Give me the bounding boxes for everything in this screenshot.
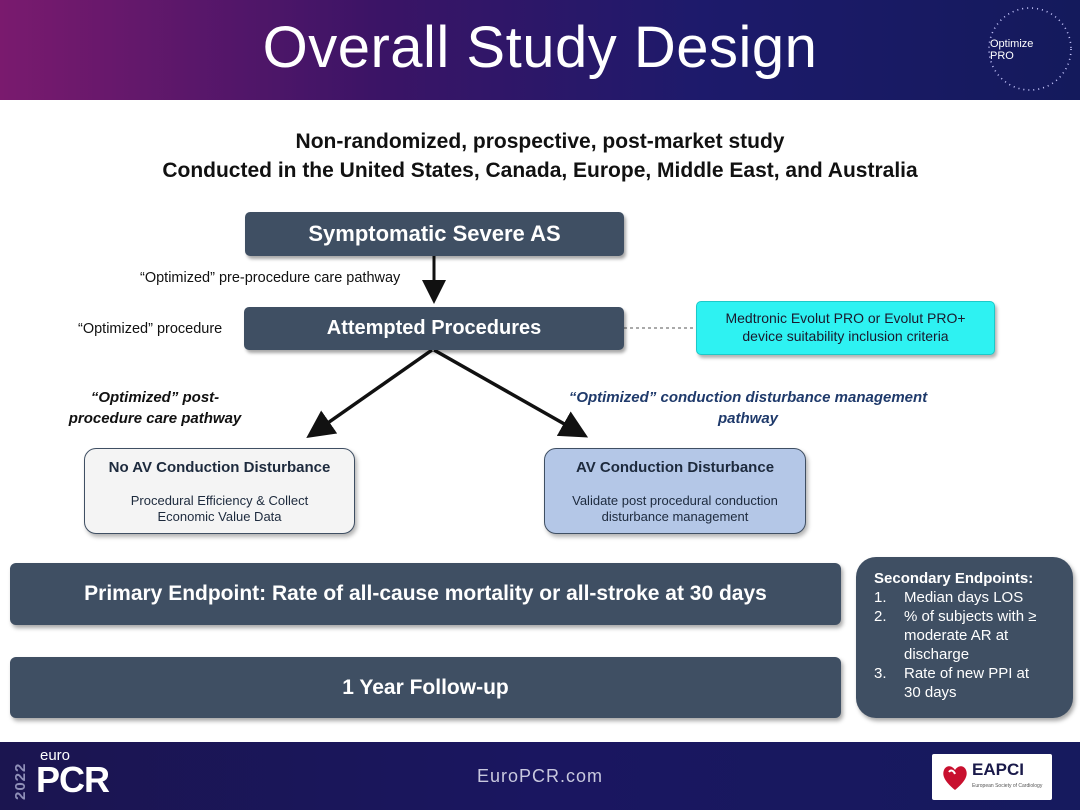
conduction-pathway-label: “Optimized” conduction disturbance manag… — [548, 387, 948, 429]
year-label: 2022 — [12, 763, 29, 800]
secondary-item-line: moderate AR at — [904, 627, 1009, 644]
secondary-item-3: 3. Rate of new PPI at 30 days — [874, 664, 1063, 702]
badge-line-2: PRO — [990, 50, 1014, 62]
no-av-description: Procedural Efficiency & Collect Economic… — [85, 493, 354, 525]
secondary-item-number: 2. — [874, 608, 887, 625]
header-banner — [0, 0, 1080, 100]
euro-wordmark: euro — [40, 747, 71, 764]
symptomatic-severe-as-box: Symptomatic Severe AS — [245, 212, 624, 256]
no-av-line-1: Procedural Efficiency & Collect — [130, 493, 309, 508]
no-av-title: No AV Conduction Disturbance — [108, 459, 331, 476]
secondary-item-line: Median days LOS — [904, 589, 1024, 606]
study-regions-line: Conducted in the United States, Canada, … — [162, 159, 918, 182]
optimize-pro-badge: Optimize PRO — [990, 38, 1033, 62]
page-title: Overall Study Design — [262, 15, 818, 80]
secondary-item-text: Median days LOS — [904, 588, 1023, 607]
post-pathway-line-2: procedure care pathway — [68, 410, 242, 427]
secondary-item-text: % of subjects with ≥ moderate AR at disc… — [904, 607, 1036, 664]
secondary-item-line: Rate of new PPI at — [904, 665, 1030, 682]
secondary-item-text: Rate of new PPI at 30 days — [904, 664, 1029, 702]
arrow-to-av — [433, 348, 589, 438]
av-disturbance-box: AV Conduction Disturbance Validate post … — [544, 448, 806, 534]
optimize-pro-logo-icon — [988, 7, 1072, 91]
attempted-procedures-box: Attempted Procedures — [244, 307, 624, 350]
heart-logo-icon — [943, 766, 967, 790]
eapci-wordmark: EAPCI — [972, 760, 1024, 779]
footer-bar — [0, 742, 1080, 810]
secondary-item-2: 2. % of subjects with ≥ moderate AR at d… — [874, 607, 1063, 664]
europcr-url: EuroPCR.com — [476, 766, 604, 786]
conduction-pathway-line-1: “Optimized” conduction disturbance manag… — [568, 389, 928, 406]
secondary-endpoints-list: 1. Median days LOS 2. % of subjects with… — [874, 588, 1063, 702]
secondary-item-line: % of subjects with ≥ — [904, 608, 1037, 625]
post-procedure-pathway-label: “Optimized” post- procedure care pathway — [40, 387, 270, 429]
av-title: AV Conduction Disturbance — [575, 459, 775, 476]
secondary-item-line: 30 days — [904, 684, 957, 701]
secondary-item-number: 3. — [874, 665, 887, 682]
criteria-line-2: device suitability inclusion criteria — [742, 328, 949, 344]
primary-endpoint-bar: Primary Endpoint: Rate of all-cause mort… — [10, 563, 841, 625]
followup-bar: 1 Year Follow-up — [10, 657, 841, 718]
av-description: Validate post procedural conduction dist… — [545, 493, 805, 525]
criteria-line-1: Medtronic Evolut PRO or Evolut PRO+ — [725, 310, 966, 326]
secondary-item-1: 1. Median days LOS — [874, 588, 1063, 607]
eapci-subtitle: European Society of Cardiology — [972, 783, 1043, 789]
study-type-line: Non-randomized, prospective, post-market… — [295, 130, 785, 153]
av-line-2: disturbance management — [601, 509, 749, 524]
secondary-endpoints-title: Secondary Endpoints: — [874, 570, 1034, 587]
year-text: 2022 — [12, 763, 29, 800]
arrow-to-no-av — [306, 348, 434, 439]
no-av-disturbance-box: No AV Conduction Disturbance Procedural … — [84, 448, 355, 534]
conduction-pathway-line-2: pathway — [717, 410, 778, 427]
optimized-procedure-label: “Optimized” procedure — [78, 321, 223, 337]
no-av-line-2: Economic Value Data — [157, 509, 282, 524]
secondary-item-line: discharge — [904, 646, 970, 663]
pre-procedure-pathway-label: “Optimized” pre-procedure care pathway — [140, 270, 401, 286]
post-pathway-line-1: “Optimized” post- — [90, 389, 220, 406]
secondary-item-number: 1. — [874, 589, 887, 606]
device-criteria-box: Medtronic Evolut PRO or Evolut PRO+ devi… — [696, 301, 995, 355]
badge-line-1: Optimize — [990, 38, 1034, 50]
av-line-1: Validate post procedural conduction — [572, 493, 778, 508]
secondary-endpoints-box: Secondary Endpoints: 1. Median days LOS … — [856, 557, 1073, 718]
pcr-wordmark: PCR — [36, 759, 110, 800]
